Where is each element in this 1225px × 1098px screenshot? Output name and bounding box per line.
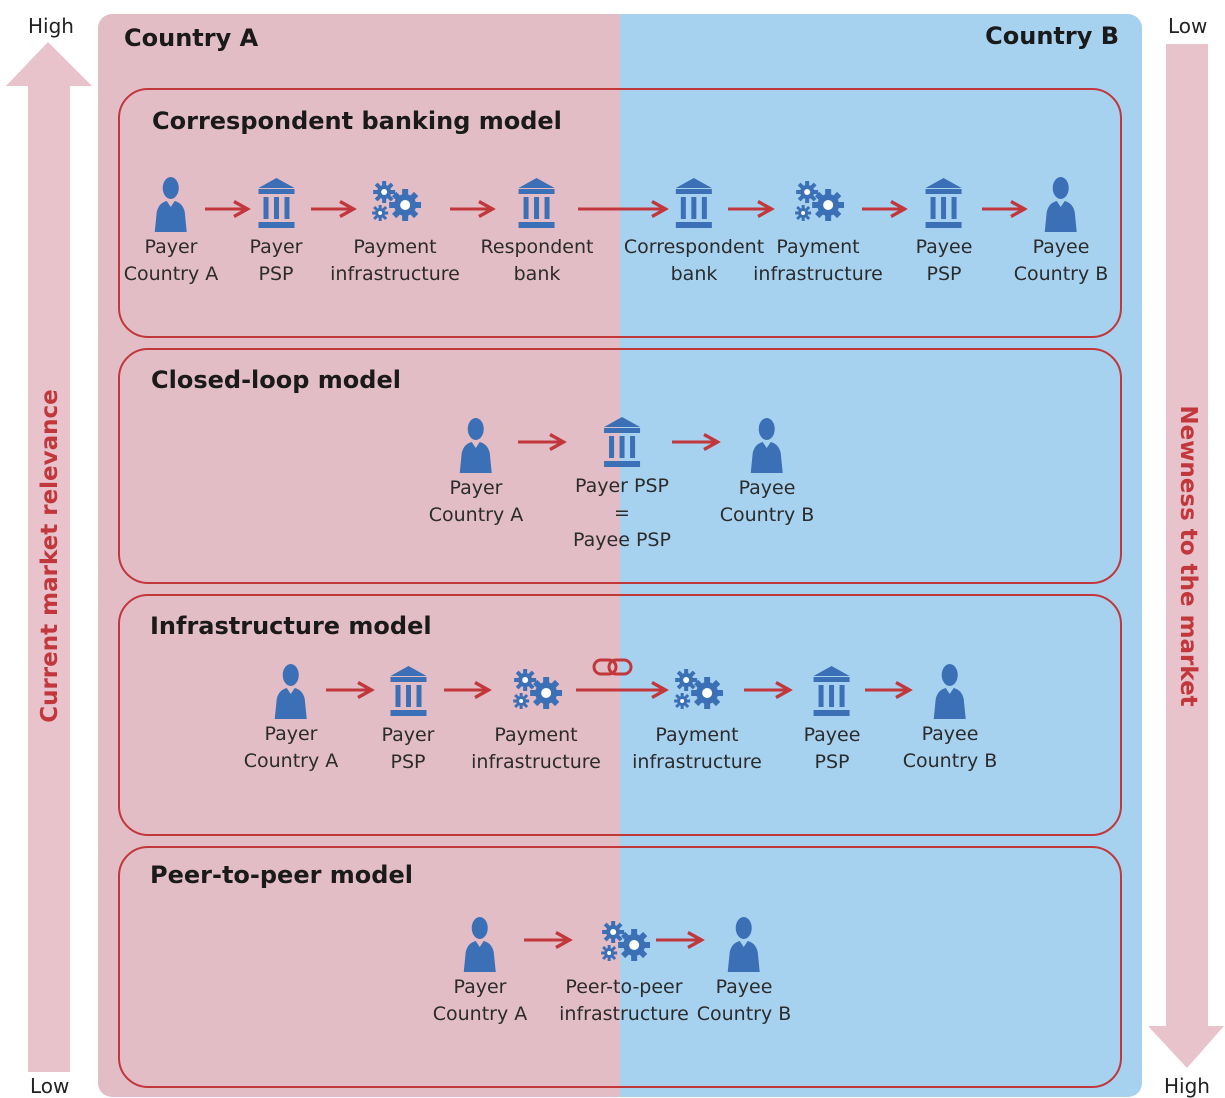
node-label-2: infrastructure xyxy=(559,1003,689,1025)
node-label-1: Payee xyxy=(715,976,773,998)
left-axis-bottom-label: Low xyxy=(30,1074,70,1098)
node-label-2: Country B xyxy=(719,504,815,526)
infrastructure-model xyxy=(118,594,1122,836)
node-label-1: Correspondent xyxy=(623,236,765,258)
node-label-1: Payer xyxy=(264,723,318,745)
node-label-2: Country A xyxy=(123,263,219,285)
payee-node: Payee Country B xyxy=(902,663,998,775)
node-label-2: Country A xyxy=(432,1003,528,1025)
closed-loop-model xyxy=(118,348,1122,584)
model-title: Correspondent banking model xyxy=(152,107,562,135)
node-label-1: Payer xyxy=(144,236,198,258)
correspondent-bank-node: Correspondent bank xyxy=(624,176,764,288)
payer-psp-node: Payer PSP xyxy=(382,664,435,776)
node-label-1: Payer xyxy=(249,236,303,258)
respondent-bank-node: Respondent bank xyxy=(480,176,594,288)
node-label-1: Payee xyxy=(921,723,979,745)
node-label-2: Country A xyxy=(243,750,339,772)
node-label-2: Country B xyxy=(1013,263,1109,285)
country-b-label: Country B xyxy=(985,22,1119,50)
peer-to-peer-model xyxy=(118,846,1122,1088)
payee-node: Payee Country B xyxy=(696,916,792,1028)
node-label-2: bank xyxy=(670,263,718,285)
node-label-2: infrastructure xyxy=(471,751,601,773)
node-label-2: PSP xyxy=(926,263,962,285)
node-label-1: Payment xyxy=(353,236,437,258)
payment-infrastructure-node: Payment infrastructure xyxy=(632,668,762,776)
model-title: Infrastructure model xyxy=(150,612,432,640)
peer-to-peer-infrastructure-node: Peer-to-peer infrastructure xyxy=(559,920,689,1028)
node-label-1: Payee xyxy=(738,477,796,499)
right-axis-bottom-label: High xyxy=(1164,1074,1210,1098)
node-label-1: Payment xyxy=(655,724,739,746)
left-axis-arrow xyxy=(6,42,92,1072)
chain-link-icon xyxy=(592,658,633,676)
left-axis-top-label: High xyxy=(28,14,74,38)
node-label-2: bank xyxy=(513,263,561,285)
country-a-label: Country A xyxy=(124,24,259,52)
node-label-2: Country B xyxy=(696,1003,792,1025)
node-label-1: Payer xyxy=(449,477,503,499)
payer-node: Payer Country A xyxy=(123,176,219,288)
payment-infrastructure-node: Payment infrastructure xyxy=(330,180,460,288)
node-label-2: infrastructure xyxy=(330,263,460,285)
payment-infrastructure-node: Payment infrastructure xyxy=(753,180,883,288)
node-label-2: PSP xyxy=(814,751,850,773)
payer-psp-node: Payer PSP xyxy=(250,176,303,288)
node-label-1: Payer xyxy=(381,724,435,746)
payee-psp-node: Payee PSP xyxy=(915,176,973,288)
node-label-1: Payee xyxy=(1032,236,1090,258)
payee-psp-node: Payee PSP xyxy=(803,664,861,776)
node-label-1: Payer PSP xyxy=(574,475,670,497)
node-label-1: Payer xyxy=(453,976,507,998)
model-title: Closed-loop model xyxy=(151,366,401,394)
model-title: Peer-to-peer model xyxy=(150,861,413,889)
node-label-1: Payee xyxy=(915,236,973,258)
right-axis-top-label: Low xyxy=(1168,14,1208,38)
right-axis-arrow xyxy=(1148,44,1224,1068)
payer-node: Payer Country A xyxy=(243,663,339,775)
node-label-2: PSP xyxy=(258,263,294,285)
payer-node: Payer Country A xyxy=(432,916,528,1028)
node-label-2: infrastructure xyxy=(632,751,762,773)
node-label-1: Payment xyxy=(776,236,860,258)
payment-infrastructure-node: Payment infrastructure xyxy=(471,668,601,776)
node-label-2: = xyxy=(614,502,630,524)
correspondent-banking-model xyxy=(118,88,1122,338)
node-label-1: Respondent xyxy=(480,236,594,258)
node-label-2: infrastructure xyxy=(753,263,883,285)
payee-node: Payee Country B xyxy=(1013,176,1109,288)
payer-node: Payer Country A xyxy=(428,417,524,529)
node-label-2: Country A xyxy=(428,504,524,526)
node-label-2: PSP xyxy=(390,751,426,773)
node-label-1: Payment xyxy=(494,724,578,746)
shared-psp-node: Payer PSP = Payee PSP xyxy=(573,415,671,554)
node-label-1: Payee xyxy=(803,724,861,746)
node-label-3: Payee PSP xyxy=(573,529,671,551)
node-label-1: Peer-to-peer xyxy=(565,976,683,998)
node-label-2: Country B xyxy=(902,750,998,772)
payee-node: Payee Country B xyxy=(719,417,815,529)
